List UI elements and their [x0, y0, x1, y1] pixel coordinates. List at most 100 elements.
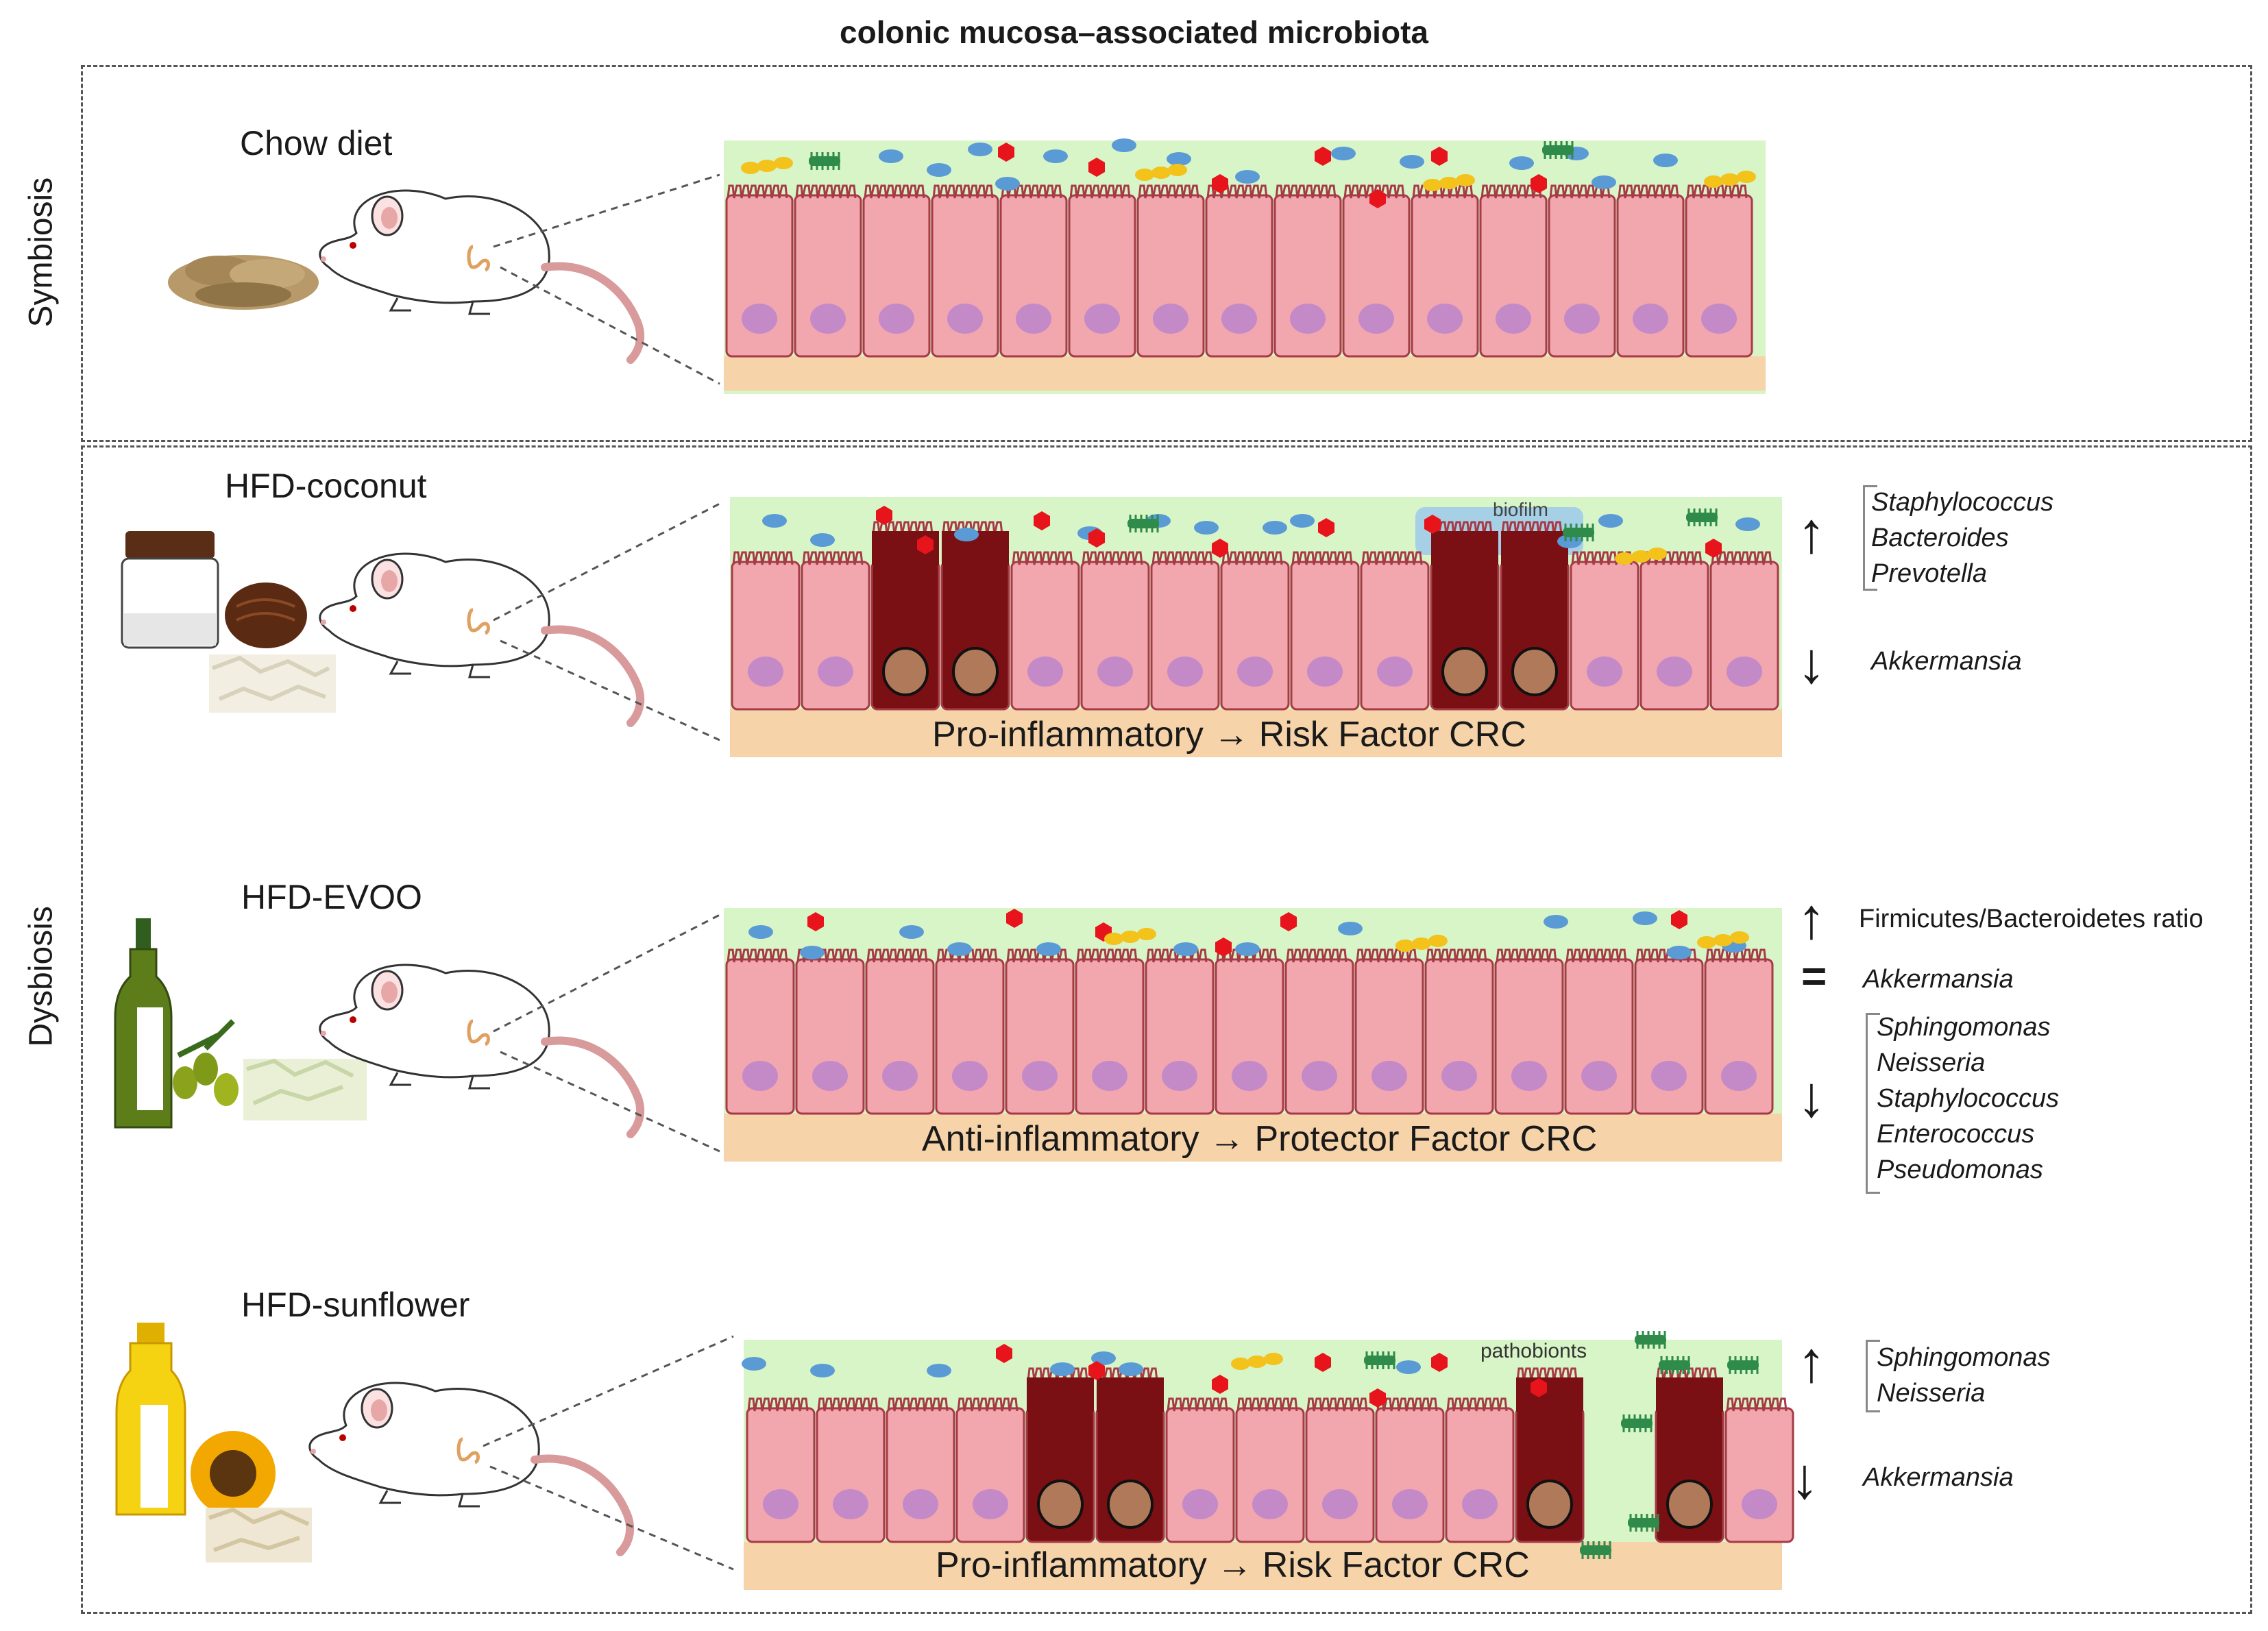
cell-nucleus [1511, 1061, 1547, 1091]
cell-nucleus [1016, 304, 1051, 334]
cell-nucleus [742, 304, 777, 334]
bacterium-blue [1290, 514, 1315, 528]
cell-nucleus [1162, 1061, 1197, 1091]
caption-coconut: Pro-inflammatory → Risk Factor CRC [932, 715, 1526, 755]
epithelium-chow [724, 140, 1766, 394]
cell-nucleus [1427, 304, 1463, 334]
cell-nucleus [1302, 1061, 1337, 1091]
bacterium-red [1318, 518, 1334, 537]
bacterium-blue [968, 143, 992, 156]
chow-food [168, 255, 319, 310]
epithelial-cell [1724, 1407, 1794, 1543]
cell-nucleus [1371, 1061, 1407, 1091]
brace-sunflower-up [1866, 1340, 1880, 1412]
arrow-up-sunflower: ↑ [1797, 1329, 1826, 1394]
cell-nucleus [903, 1489, 938, 1519]
diet-label-coconut: HFD-coconut [225, 467, 427, 505]
cell-nucleus [1027, 657, 1063, 687]
coconut-food [121, 531, 336, 713]
cell-nucleus [879, 304, 914, 334]
epithelial-cell [1080, 561, 1150, 711]
bacterium-blue [1396, 1360, 1421, 1374]
bacterium-red [1280, 912, 1297, 931]
cell-nucleus [1237, 657, 1273, 687]
evoo-down-4: Enterococcus [1877, 1120, 2035, 1149]
arrow-down-sunflower: ↓ [1790, 1446, 1819, 1510]
cell-nucleus [818, 657, 853, 687]
epithelial-cell [1290, 561, 1360, 711]
bacterium-blue [1735, 517, 1760, 531]
bacterium-blue [1235, 170, 1260, 184]
cell-nucleus [1322, 1489, 1358, 1519]
bacterium-blue [899, 925, 924, 939]
cell-nucleus [1701, 304, 1737, 334]
arrow-up-evoo: ↑ [1797, 886, 1826, 951]
zoom-lines-chow [493, 173, 720, 385]
bacterium-blue [1167, 152, 1191, 166]
cell-nucleus [1290, 304, 1326, 334]
epithelium-coconut [730, 497, 1782, 757]
bacterium-blue [1592, 175, 1616, 189]
bacterium-red [1369, 1388, 1386, 1408]
cell-nucleus [1097, 657, 1133, 687]
bacterium-blue [1653, 154, 1678, 167]
epithelium-sunflower [744, 1340, 1794, 1590]
cell-nucleus [1651, 1061, 1687, 1091]
epithelial-cell [1709, 561, 1779, 711]
cell-nucleus [1564, 304, 1600, 334]
evoo-down-3: Staphylococcus [1877, 1084, 2060, 1113]
cell-nucleus [1587, 657, 1622, 687]
cell-nucleus [1441, 1061, 1477, 1091]
bacterium-red [1088, 528, 1105, 548]
epithelial-cell [955, 1407, 1025, 1543]
bacterium-blue [762, 514, 787, 528]
bacterium-blue [995, 177, 1020, 191]
coconut-down-1: Akkermansia [1871, 647, 2022, 676]
cell-nucleus [952, 647, 999, 696]
epithelial-cell [886, 1407, 955, 1543]
cell-nucleus [748, 657, 783, 687]
cell-nucleus [1037, 1480, 1084, 1529]
coconut-up-1: Staphylococcus [1871, 488, 2054, 517]
mouse-coconut [320, 554, 640, 723]
bacterium-blue [1235, 942, 1260, 956]
bacterium-red [1431, 1353, 1448, 1372]
bacterium-blue [800, 946, 825, 959]
dysbiosis-frame [81, 445, 2252, 1614]
cell-nucleus [833, 1489, 868, 1519]
bacterium-red [1088, 158, 1105, 177]
evoo-equal-1: Akkermansia [1863, 965, 2014, 994]
bacterium-blue [1050, 1362, 1075, 1376]
cell-nucleus [1377, 657, 1413, 687]
bacterium-red [1531, 174, 1547, 193]
bacterium-blue [1331, 147, 1356, 160]
diet-label-chow: Chow diet [240, 124, 393, 162]
mouse-evoo [320, 965, 640, 1134]
cell-nucleus [1392, 1489, 1428, 1519]
bacterium-red [1088, 1361, 1105, 1380]
epithelial-cell [816, 1407, 886, 1543]
cell-nucleus [1232, 1061, 1267, 1091]
sunflower-up-2: Neisseria [1877, 1379, 1986, 1408]
evoo-down-5: Pseudomonas [1877, 1155, 2043, 1184]
cell-nucleus [810, 304, 846, 334]
bacterium-blue [1544, 915, 1568, 929]
bacterium-blue [1338, 922, 1363, 935]
epithelial-cell [1375, 1407, 1445, 1543]
epithelial-cell [1360, 561, 1430, 711]
bacterium-blue [742, 1357, 766, 1371]
cell-nucleus [812, 1061, 848, 1091]
arrow-down-coconut: ↓ [1797, 630, 1826, 695]
epithelial-cell [1010, 561, 1080, 711]
bacterium-blue [927, 1364, 951, 1377]
cell-nucleus [1511, 647, 1558, 696]
evoo-food [114, 918, 367, 1129]
evoo-down-2: Neisseria [1877, 1048, 1986, 1077]
symbiosis-frame [81, 65, 2252, 442]
bacterium-blue [879, 149, 903, 163]
bacterium-blue [1173, 942, 1198, 956]
cell-nucleus [952, 1061, 988, 1091]
bacterium-red [1315, 1353, 1331, 1372]
cell-nucleus [1441, 647, 1488, 696]
